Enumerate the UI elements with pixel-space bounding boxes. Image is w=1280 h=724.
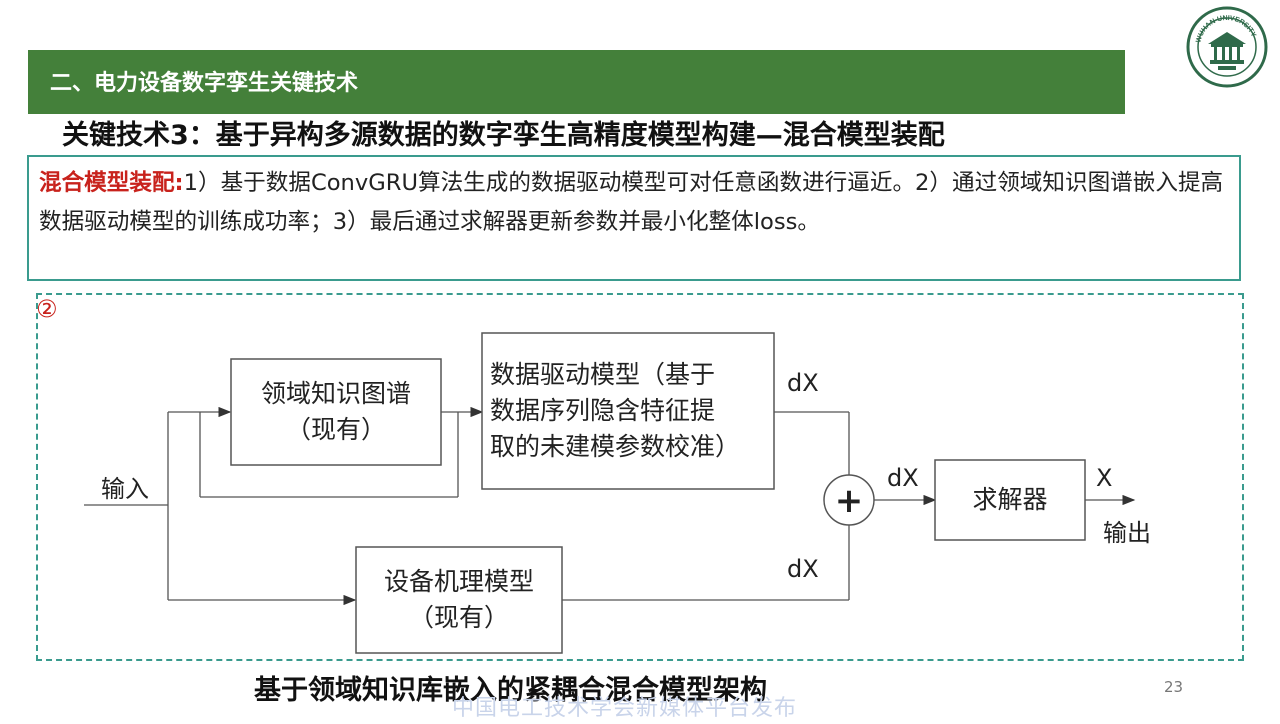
data-driven-line3: 取的未建模参数校准） xyxy=(490,432,741,461)
section-title: 二、电力设备数字孪生关键技术 xyxy=(50,71,359,96)
figure-caption: 基于领域知识库嵌入的紧耦合混合模型架构 xyxy=(254,675,767,706)
mechanism-model-line1: 设备机理模型 xyxy=(383,567,534,596)
description-keyword: 混合模型装配: xyxy=(39,170,184,196)
description-box: 混合模型装配:1）基于数据ConvGRU算法生成的数据驱动模型可对任意函数进行逼… xyxy=(27,155,1241,281)
knowledge-graph-box xyxy=(230,358,442,466)
input-label: 输入 xyxy=(101,475,149,503)
data-driven-model-box xyxy=(481,332,775,490)
solver-box xyxy=(934,459,1086,541)
knowledge-graph-line1: 领域知识图谱 xyxy=(260,379,411,408)
section-header-band: 二、电力设备数字孪生关键技术 xyxy=(28,50,1125,114)
knowledge-graph-line2: （现有） xyxy=(285,415,386,444)
knowledge-graph-label: 领域知识图谱 （现有） xyxy=(231,376,441,448)
data-driven-line2: 数据序列隐含特征提 xyxy=(490,396,716,425)
dx-bottom-label: dX xyxy=(787,555,819,583)
description-body: 1）基于数据ConvGRU算法生成的数据驱动模型可对任意函数进行逼近。2）通过领… xyxy=(39,170,1224,235)
diagram-frame xyxy=(36,293,1244,661)
university-logo: WUHAN UNIVERSITY xyxy=(1186,6,1268,88)
page-number: 23 xyxy=(1164,678,1184,696)
mechanism-model-label: 设备机理模型 （现有） xyxy=(356,564,562,636)
mechanism-model-box xyxy=(355,546,563,654)
mechanism-model-line2: （现有） xyxy=(408,603,509,632)
sum-node xyxy=(823,474,875,526)
description-paragraph: 混合模型装配:1）基于数据ConvGRU算法生成的数据驱动模型可对任意函数进行逼… xyxy=(39,164,1235,241)
dx-top-label: dX xyxy=(787,369,819,397)
solver-label: 求解器 xyxy=(972,485,1048,514)
dx-sum-label: dX xyxy=(887,464,919,492)
data-driven-line1: 数据驱动模型（基于 xyxy=(490,360,716,389)
diagram-marker: ② xyxy=(36,295,58,323)
output-label: 输出 xyxy=(1103,519,1151,547)
slide-heading: 关键技术3：基于异构多源数据的数字孪生高精度模型构建—混合模型装配 xyxy=(62,120,945,151)
x-output-label: X xyxy=(1096,464,1113,492)
data-driven-model-label: 数据驱动模型（基于 数据序列隐含特征提 取的未建模参数校准） xyxy=(482,357,774,465)
watermark-text: 中国电工技术学会新媒体平台发布 xyxy=(452,696,798,721)
